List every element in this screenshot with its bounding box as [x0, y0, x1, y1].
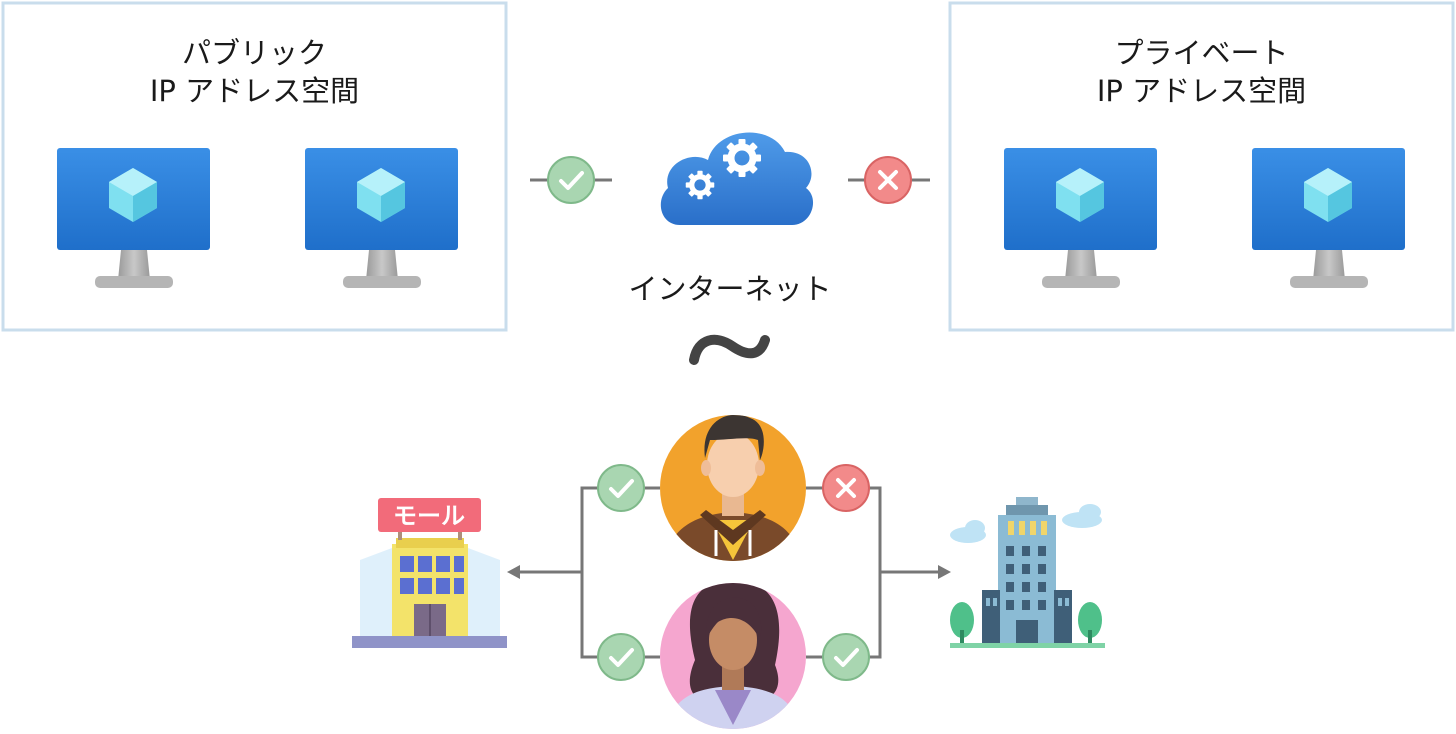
- internet-label: インターネット: [628, 272, 832, 306]
- private-ip-space-title: プライベート IP アドレス空間: [950, 34, 1453, 110]
- cross-icon: [863, 155, 913, 205]
- cloud-gears-icon: [660, 132, 814, 225]
- arrow-to-office-icon: [938, 565, 951, 579]
- shopping-mall-icon: [352, 498, 507, 648]
- woman-avatar-icon: [660, 583, 806, 729]
- woman-office-check-icon: [821, 632, 871, 682]
- office-connector: [806, 486, 942, 659]
- man-mall-check-icon: [596, 463, 646, 513]
- public-ip-space-title: パブリック IP アドレス空間: [3, 34, 506, 110]
- public-ip-space-box: [1, 1, 508, 332]
- mall-sign-text: モール: [393, 502, 465, 530]
- public-to-internet-connector: [530, 155, 612, 205]
- public-title-line1: パブリック: [181, 36, 327, 70]
- office-building-icon: [950, 497, 1105, 648]
- man-avatar-icon: [660, 415, 806, 561]
- woman-mall-check-icon: [596, 632, 646, 682]
- mall-connector: [515, 486, 660, 659]
- private-ip-space-box: [948, 1, 1455, 332]
- analogy-tilde-icon: [689, 334, 770, 365]
- mall-sign: [378, 498, 481, 532]
- private-title-line1: プライベート: [1114, 36, 1289, 70]
- internet-to-private-connector: [848, 155, 930, 205]
- check-icon: [546, 155, 596, 205]
- private-title-line2: IP アドレス空間: [1096, 74, 1307, 108]
- man-office-cross-icon: [821, 463, 871, 513]
- arrow-to-mall-icon: [507, 565, 520, 579]
- public-title-line2: IP アドレス空間: [149, 74, 360, 108]
